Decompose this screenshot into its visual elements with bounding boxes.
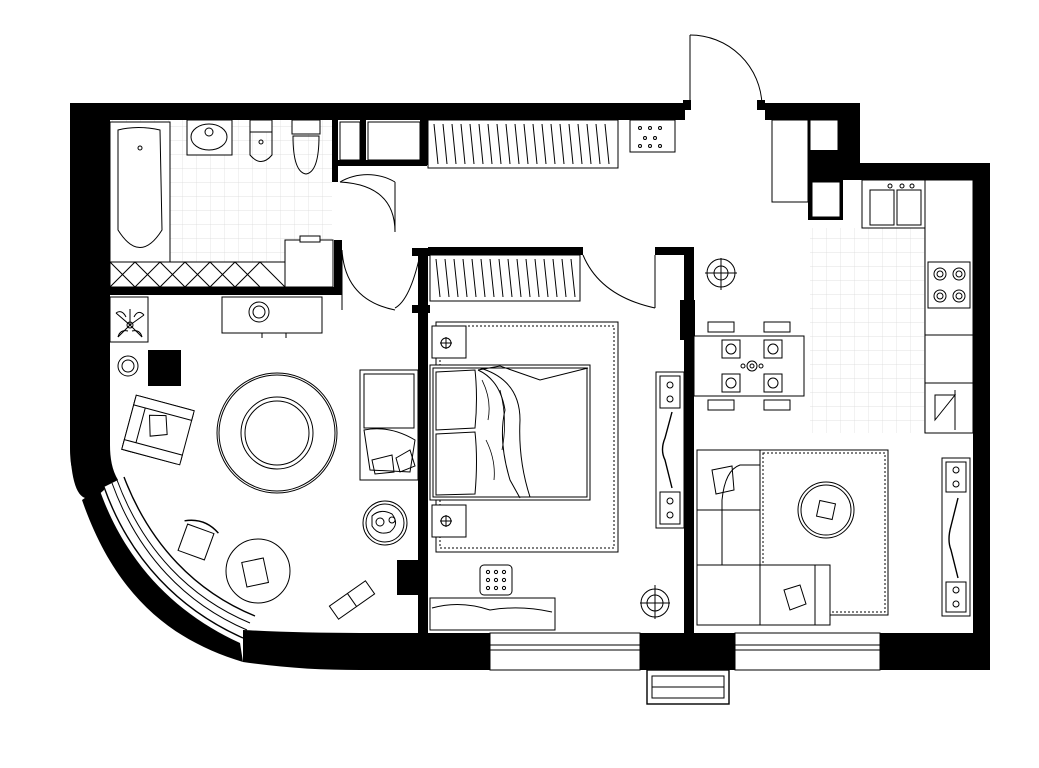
- lounge-furniture: [696, 449, 971, 626]
- curved-window: [82, 476, 256, 662]
- bathroom-fixtures: [109, 119, 396, 311]
- dining-table: [693, 335, 805, 397]
- entrance-door: [683, 34, 765, 110]
- kitchen-furniture: [693, 179, 974, 434]
- hallway-wardrobe: [339, 119, 843, 218]
- living-room-furniture: [109, 296, 419, 620]
- round-rug: [216, 372, 338, 494]
- kitchen-tile-floor: [810, 228, 925, 433]
- bottom-windows: [489, 632, 881, 705]
- bedroom-furniture: [394, 254, 685, 631]
- exterior-walls: [70, 103, 990, 670]
